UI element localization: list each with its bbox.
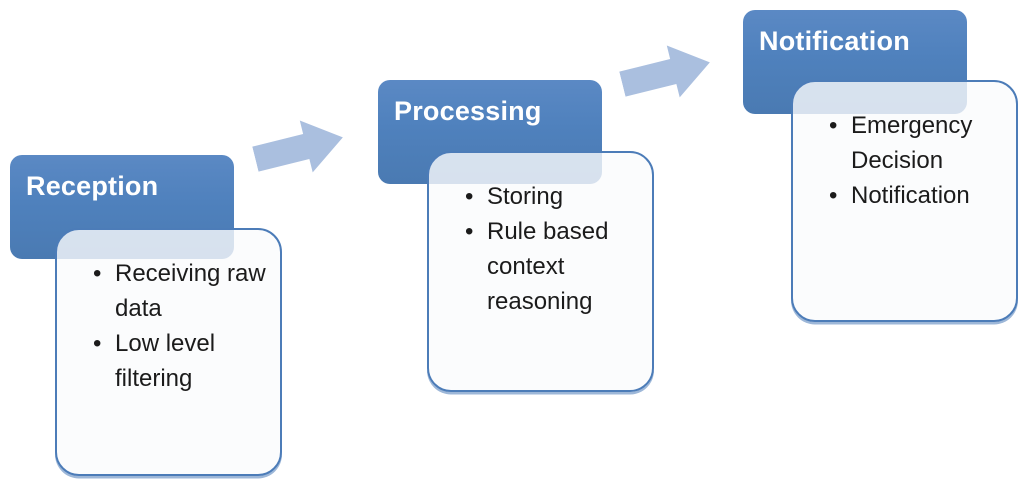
flow-arrow-icon bbox=[615, 32, 719, 114]
stage-card-processing: Storing Rule based context reasoning bbox=[427, 151, 654, 392]
bullet-list-notification: Emergency Decision Notification bbox=[793, 82, 1016, 213]
bullet-item: Notification bbox=[825, 178, 1002, 213]
bullet-item: Emergency Decision bbox=[825, 108, 1002, 178]
bullet-list-reception: Receiving raw data Low level filtering bbox=[57, 230, 280, 396]
bullet-item: Low level filtering bbox=[89, 326, 266, 396]
bullet-item: Storing bbox=[461, 179, 638, 214]
stage-card-notification: Emergency Decision Notification bbox=[791, 80, 1018, 322]
bullet-item: Rule based context reasoning bbox=[461, 214, 638, 319]
flow-arrow-icon bbox=[248, 107, 352, 189]
stage-card-reception: Receiving raw data Low level filtering bbox=[55, 228, 282, 476]
bullet-list-processing: Storing Rule based context reasoning bbox=[429, 153, 652, 319]
bullet-item: Receiving raw data bbox=[89, 256, 266, 326]
